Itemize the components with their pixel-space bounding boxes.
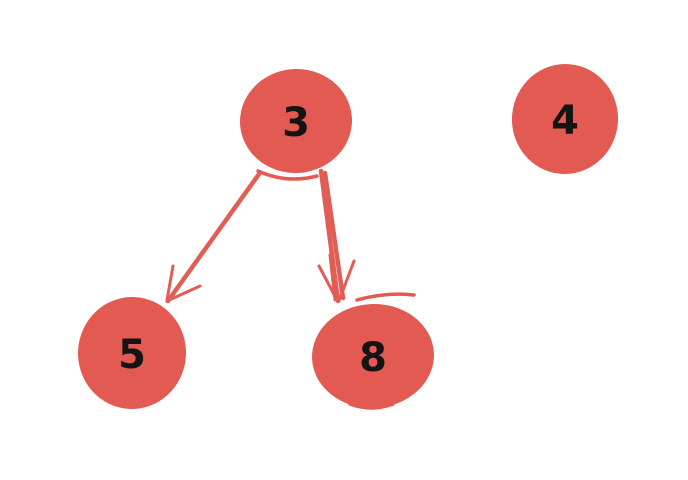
node-circle [511, 64, 619, 174]
node-5: 5 [77, 297, 187, 409]
node-label: 3 [282, 100, 310, 146]
node-3: 3 [240, 68, 352, 174]
arrowhead-stroke [337, 259, 356, 303]
arrowhead-stroke [328, 253, 337, 302]
node-circle [312, 303, 434, 409]
node-8-top-stroke [355, 292, 416, 302]
node-label: 8 [359, 335, 387, 381]
edge-line [322, 170, 346, 301]
node-label: 4 [551, 98, 579, 144]
arrowhead-stroke [165, 284, 202, 303]
node-circle [77, 297, 187, 409]
arrowhead-stroke [165, 264, 175, 302]
node-3-bottom-stroke [256, 169, 319, 181]
node-circle [240, 68, 352, 174]
node-8-bottom-stroke [348, 402, 395, 410]
edge-3-8 [317, 168, 356, 304]
edge-line [165, 171, 262, 304]
node-4: 4 [511, 64, 619, 174]
node-8: 8 [312, 303, 434, 409]
edge-3-5 [165, 171, 262, 304]
node-label: 5 [118, 332, 146, 378]
edge-line [318, 168, 341, 304]
